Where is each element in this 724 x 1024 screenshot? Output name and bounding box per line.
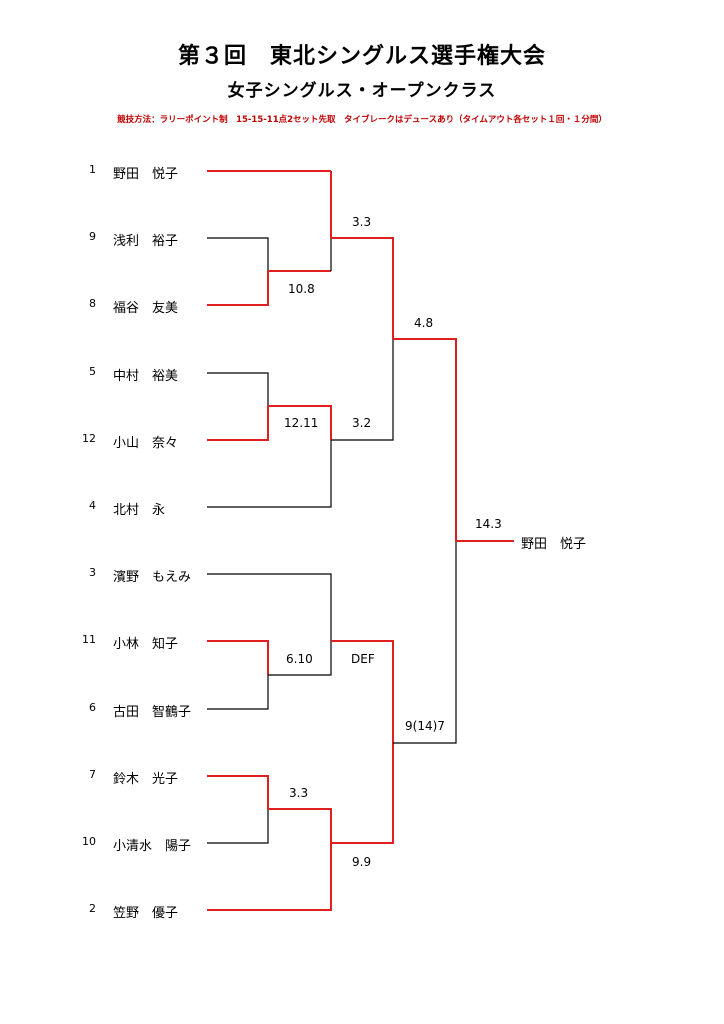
seed-number: 1 (89, 163, 96, 176)
match-score: 3.3 (289, 786, 309, 800)
line-p2 (207, 843, 332, 911)
line-sf-top (393, 338, 457, 541)
player-name: 北村 永 (113, 503, 166, 518)
line-p6 (207, 675, 269, 710)
seed-number: 6 (89, 701, 96, 714)
seed-number: 9 (89, 230, 96, 243)
player-row: 8 福谷 友美 (0, 297, 220, 317)
line-m1c (268, 641, 332, 676)
player-name: 野田 悦子 (113, 167, 179, 182)
match-score: 4.8 (414, 316, 434, 330)
match-score: 9(14)7 (405, 719, 445, 733)
player-name: 福谷 友美 (113, 301, 179, 316)
line-p5 (207, 372, 269, 406)
player-row: 9 浅利 裕子 (0, 230, 220, 250)
match-score: 10.8 (288, 282, 315, 296)
player-name: 鈴木 光子 (113, 772, 179, 787)
player-row: 2 笠野 優子 (0, 902, 220, 922)
line-p4 (207, 440, 332, 508)
player-name: 小山 奈々 (113, 436, 179, 451)
line-r2c-out (331, 640, 394, 743)
seed-number: 11 (82, 633, 96, 646)
seed-number: 4 (89, 499, 96, 512)
player-name: 笠野 優子 (113, 906, 179, 921)
line-p8 (207, 271, 269, 306)
player-name: 小林 知子 (113, 637, 179, 652)
line-p12 (207, 406, 269, 441)
champion-name: 野田 悦子 (521, 537, 587, 552)
player-name: 小清水 陽子 (113, 839, 192, 854)
line-sf-bot (393, 541, 457, 744)
seed-number: 7 (89, 768, 96, 781)
line-p9 (207, 237, 269, 271)
match-score: 14.3 (475, 517, 502, 531)
line-p10 (207, 809, 269, 844)
event-subtitle: 女子シングルス・オープンクラス (227, 81, 497, 101)
match-score: 9.9 (352, 855, 372, 869)
player-row: 6 古田 智鶴子 (0, 701, 220, 721)
line-p3 (207, 573, 332, 641)
seed-number: 5 (89, 365, 96, 378)
player-row: 5 中村 裕美 (0, 365, 220, 385)
match-score: 3.3 (352, 215, 372, 229)
match-score: 6.10 (286, 652, 313, 666)
seed-number: 2 (89, 902, 96, 915)
player-row: 1 野田 悦子 (0, 163, 220, 183)
player-name: 浅利 裕子 (113, 234, 179, 249)
line-p7 (207, 775, 269, 809)
player-row: 4 北村 永 (0, 499, 220, 519)
match-score: DEF (351, 652, 375, 666)
rules-text: 競技方法：ラリーポイント制 15-15-11点2セット先取 タイブレークはデュー… (117, 115, 607, 125)
match-score: 3.2 (352, 416, 372, 430)
line-m1b (268, 405, 332, 440)
player-row: 7 鈴木 光子 (0, 768, 220, 788)
line-r2a-out (331, 237, 394, 339)
player-name: 古田 智鶴子 (113, 705, 192, 720)
line-r2b-out (331, 339, 394, 441)
player-row: 10 小清水 陽子 (0, 835, 220, 855)
player-row: 11 小林 知子 (0, 633, 220, 653)
line-m1d (268, 808, 332, 843)
player-name: 濱野 もえみ (113, 570, 192, 585)
seed-number: 8 (89, 297, 96, 310)
line-r2d-out (331, 743, 394, 844)
match-score: 12.11 (284, 416, 319, 430)
seed-number: 10 (82, 835, 96, 848)
player-row: 12 小山 奈々 (0, 432, 220, 452)
seed-number: 12 (82, 432, 96, 445)
line-p11 (207, 640, 269, 675)
player-name: 中村 裕美 (113, 369, 179, 384)
player-row: 3 濱野 もえみ (0, 566, 220, 586)
tournament-title: 第３回 東北シングルス選手権大会 (177, 44, 546, 69)
seed-number: 3 (89, 566, 96, 579)
